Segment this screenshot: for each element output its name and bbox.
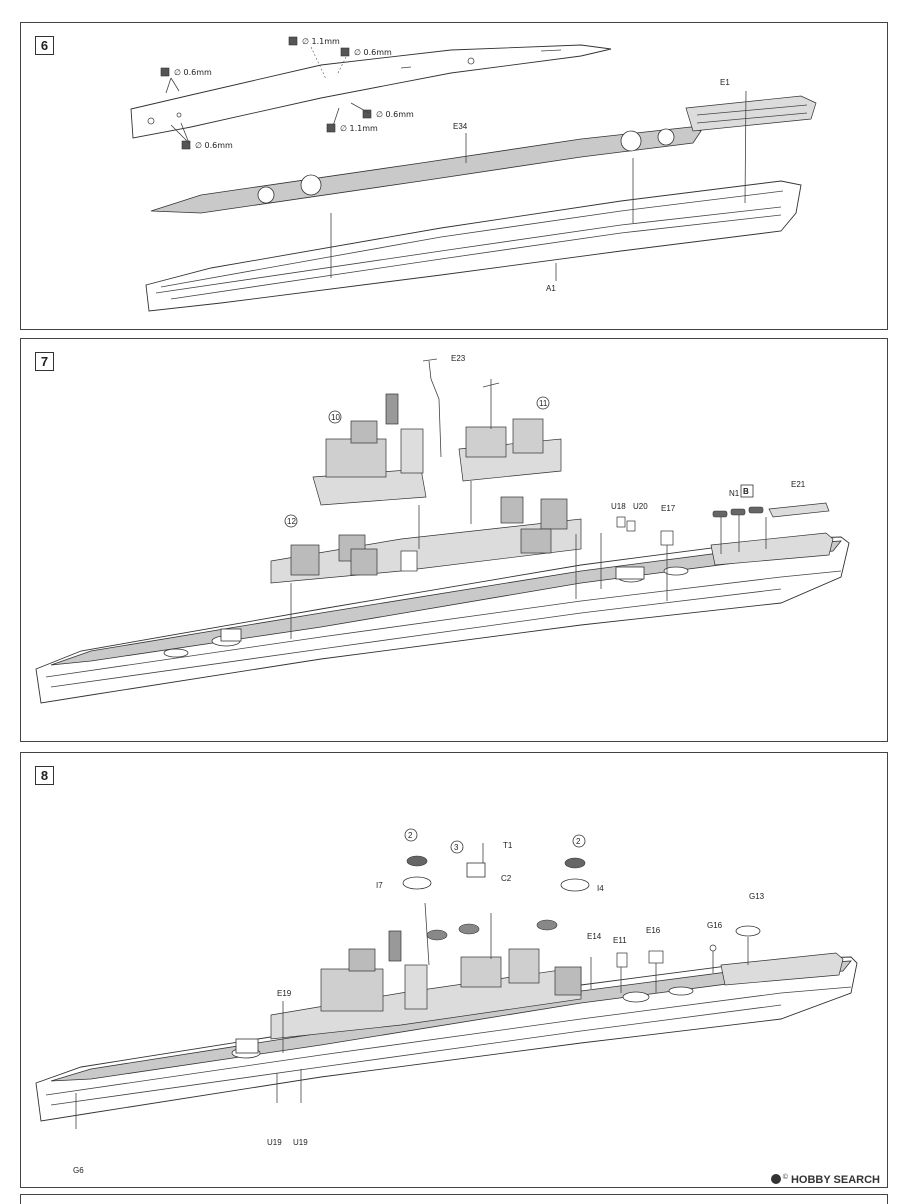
upper-deck-part	[130, 44, 612, 139]
detail-ref-b: B	[743, 487, 749, 496]
part-label: G16	[707, 921, 723, 930]
part-label: E1	[720, 78, 730, 87]
part-label: I4	[597, 884, 604, 893]
part-label: E11	[613, 936, 627, 945]
part-label: E34	[453, 122, 468, 131]
part-n1-group	[712, 506, 764, 518]
hole-callout: ∅ 0.6mm	[174, 68, 212, 77]
turret-ref-group-center	[450, 840, 486, 878]
part-label: N1	[729, 489, 740, 498]
drill-hole-callouts: ∅ 0.6mm ∅ 1.1mm ∅ 0.6mm ∅ 0.6mm ∅ 1.1mm …	[160, 36, 414, 150]
part-label: E19	[277, 989, 292, 998]
part-label: C2	[501, 874, 512, 883]
subassembly-ref: 2	[576, 837, 581, 846]
subassembly-ref: 3	[454, 843, 459, 852]
hole-callout: ∅ 0.6mm	[354, 48, 392, 57]
step-number: 8	[35, 766, 54, 785]
watermark: © HOBBY SEARCH	[770, 1174, 880, 1186]
step-8-panel: 8	[20, 752, 888, 1188]
assembled-superstructure	[270, 902, 582, 1040]
hole-callout: ∅ 1.1mm	[302, 37, 340, 46]
step-7-diagram: 10 11 12 E23 U18 U20 E17 N1 B E21	[35, 354, 850, 704]
part-label: E16	[646, 926, 661, 935]
part-label: E17	[661, 504, 676, 513]
part-label: U18	[611, 502, 626, 511]
turret-ref-group-right	[560, 834, 590, 892]
superstructure-subassembly-11	[458, 379, 562, 482]
mast-part-e23	[428, 360, 442, 458]
stern-deck-part-e1	[685, 95, 817, 132]
brand-logo-icon	[770, 1174, 781, 1184]
step-6-diagram: ∅ 0.6mm ∅ 1.1mm ∅ 0.6mm ∅ 0.6mm ∅ 1.1mm …	[130, 36, 817, 312]
part-e21	[768, 502, 830, 518]
part-label: E23	[451, 354, 466, 363]
subassembly-ref: 11	[539, 399, 548, 408]
next-panel-edge	[20, 1194, 888, 1204]
part-label: G13	[749, 892, 765, 901]
step-number: 6	[35, 36, 54, 55]
subassembly-ref: 2	[408, 831, 413, 840]
hole-callout: ∅ 0.6mm	[376, 110, 414, 119]
superstructure-subassembly-12	[270, 496, 582, 584]
part-label: E14	[587, 932, 602, 941]
hole-callout: ∅ 0.6mm	[195, 141, 233, 150]
step-6-panel: 6 ∅ 0.6mm ∅ 1.1mm ∅ 0.6mm ∅ 0.6mm ∅ 1.1m…	[20, 22, 888, 330]
turret-ref-group-left	[402, 828, 432, 890]
part-label: U20	[633, 502, 648, 511]
subassembly-ref: 12	[287, 517, 296, 526]
subassembly-ref: 10	[331, 413, 340, 422]
part-label: A1	[546, 284, 556, 293]
step-7-panel: 7	[20, 338, 888, 742]
part-label: U19	[267, 1138, 282, 1147]
step-number: 7	[35, 352, 54, 371]
part-label: U19	[293, 1138, 308, 1147]
part-label: G6	[73, 1166, 84, 1175]
hole-callout: ∅ 1.1mm	[340, 124, 378, 133]
part-label: I7	[376, 881, 383, 890]
part-label: T1	[503, 841, 513, 850]
part-label: E21	[791, 480, 806, 489]
main-deck-part-e34	[150, 126, 702, 214]
superstructure-subassembly-10	[312, 393, 427, 506]
step-8-diagram: 2 3 2 T1 I7 C2 I4 G13 G16 E14 E11 E16 E1…	[35, 828, 858, 1175]
